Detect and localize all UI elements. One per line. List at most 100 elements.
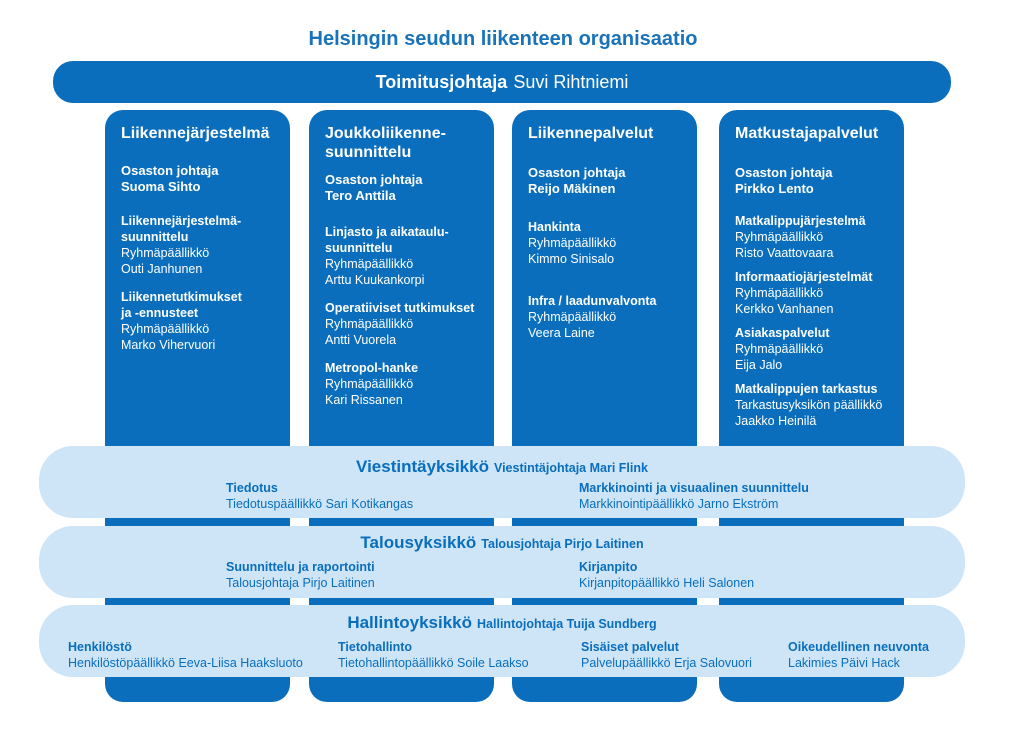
department-title: Joukkoliikenne-suunnittelu: [325, 125, 446, 161]
group-person: Marko Vihervuori: [121, 338, 216, 352]
group-name: Matkalippujärjestelmä: [735, 214, 866, 228]
department-liikennejarjestelma: Liikennejärjestelmä Osaston johtaja Suom…: [105, 110, 290, 702]
unit-name: Tietohallinto: [338, 640, 413, 654]
unit: Tietohallinto Tietohallintopäällikkö Soi…: [338, 639, 529, 671]
unit-name: Sisäiset palvelut: [581, 640, 679, 654]
band-viestintayksikko: Viestintäyksikkö Viestintäjohtaja Mari Fl…: [39, 446, 965, 518]
unit: Oikeudellinen neuvonta Lakimies Päivi Ha…: [788, 639, 929, 671]
unit-name: Markkinointi ja visuaalinen suunnittelu: [579, 481, 809, 495]
band-title: Hallintoyksikkö Hallintojohtaja Tuija Sun…: [39, 613, 965, 633]
head-role: Osaston johtaja: [735, 165, 833, 180]
group: Informaatiojärjestelmät Ryhmäpäällikkö K…: [735, 269, 892, 317]
group-role: Ryhmäpäällikkö: [121, 246, 210, 260]
group-name: Matkalippujen tarkastus: [735, 382, 878, 396]
unit-person: Lakimies Päivi Hack: [788, 656, 900, 670]
group: Infra / laadunvalvonta Ryhmäpäällikkö Ve…: [528, 293, 685, 341]
ceo-role: Toimitusjohtaja: [375, 71, 508, 92]
head-name: Reijo Mäkinen: [528, 181, 616, 196]
band-name: Talousyksikkö: [360, 533, 477, 552]
unit-person: Tietohallintopäällikkö Soile Laakso: [338, 656, 529, 670]
department-joukkoliikennesuunnittelu: Joukkoliikenne-suunnittelu Osaston johta…: [309, 110, 494, 702]
unit-name: Oikeudellinen neuvonta: [788, 640, 929, 654]
group-name: Informaatiojärjestelmät: [735, 270, 873, 284]
group: Operatiiviset tutkimukset Ryhmäpäällikkö…: [325, 300, 482, 348]
unit-person: Markkinointipäällikkö Jarno Ekström: [579, 497, 779, 511]
group-person: Risto Vaattovaara: [735, 246, 834, 260]
group: Asiakaspalvelut Ryhmäpäällikkö Eija Jalo: [735, 325, 892, 373]
unit-person: Talousjohtaja Pirjo Laitinen: [226, 576, 375, 590]
group-role: Ryhmäpäällikkö: [325, 257, 414, 271]
unit: Suunnittelu ja raportointi Talousjohtaja…: [226, 559, 375, 591]
group-name: Operatiiviset tutkimukset: [325, 301, 475, 315]
unit: Henkilöstö Henkilöstöpäällikkö Eeva-Liis…: [68, 639, 303, 671]
group-role: Ryhmäpäällikkö: [528, 236, 617, 250]
head-role: Osaston johtaja: [325, 172, 423, 187]
chart-title: Helsingin seudun liikenteen organisaatio: [308, 28, 698, 50]
group-name: Asiakaspalvelut: [735, 326, 830, 340]
group-name: Linjasto ja aikataulu-suunnittelu: [325, 225, 449, 255]
unit-name: Suunnittelu ja raportointi: [226, 560, 375, 574]
band-hallintoyksikko: Hallintoyksikkö Hallintojohtaja Tuija Sun…: [39, 605, 965, 677]
group-person: Jaakko Heinilä: [735, 414, 817, 428]
group-role: Ryhmäpäällikkö: [528, 310, 617, 324]
head-role: Osaston johtaja: [528, 165, 626, 180]
group-name: Metropol-hanke: [325, 361, 419, 375]
band-lead: Hallintojohtaja Tuija Sundberg: [477, 617, 657, 631]
band-lead: Viestintäjohtaja Mari Flink: [493, 461, 648, 475]
group-person: Veera Laine: [528, 326, 595, 340]
band-lead: Talousjohtaja Pirjo Laitinen: [481, 537, 644, 551]
head-role: Osaston johtaja: [121, 163, 219, 178]
band-title: Viestintäyksikkö Viestintäjohtaja Mari Fl…: [39, 457, 965, 477]
group-person: Antti Vuorela: [325, 333, 397, 347]
unit: Markkinointi ja visuaalinen suunnittelu …: [579, 480, 809, 512]
unit-person: Henkilöstöpäällikkö Eeva-Liisa Haaksluot…: [68, 656, 303, 670]
group-role: Ryhmäpäällikkö: [735, 286, 824, 300]
unit: Tiedotus Tiedotuspäällikkö Sari Kotikang…: [226, 480, 413, 512]
head-name: Pirkko Lento: [735, 181, 814, 196]
group-role: Ryhmäpäällikkö: [121, 322, 210, 336]
group-person: Kimmo Sinisalo: [528, 252, 615, 266]
unit-person: Palvelupäällikkö Erja Salovuori: [581, 656, 752, 670]
group-person: Kerkko Vanhanen: [735, 302, 834, 316]
group-person: Arttu Kuukankorpi: [325, 273, 425, 287]
department-title: Liikennejärjestelmä: [121, 125, 270, 142]
unit-person: Tiedotuspäällikkö Sari Kotikangas: [226, 497, 414, 511]
head-name: Suoma Sihto: [121, 179, 201, 194]
group-person: Outi Janhunen: [121, 262, 203, 276]
department-matkustajapalvelut: Matkustajapalvelut Osaston johtaja Pirkk…: [719, 110, 904, 702]
group-role: Ryhmäpäällikkö: [735, 342, 824, 356]
department-head: Osaston johtaja Pirkko Lento: [735, 165, 892, 197]
group-role: Tarkastusyksikön päällikkö: [735, 398, 883, 412]
department-head: Osaston johtaja Tero Anttila: [325, 172, 482, 204]
group: Metropol-hanke Ryhmäpäällikkö Kari Rissa…: [325, 360, 482, 408]
ceo-name: Suvi Rihtniemi: [513, 71, 629, 92]
group-name: Liikennejärjestelmä-suunnittelu: [121, 214, 242, 244]
group-person: Kari Rissanen: [325, 393, 403, 407]
group: Liikennejärjestelmä-suunnittelu Ryhmäpää…: [121, 213, 278, 277]
group: Hankinta Ryhmäpäällikkö Kimmo Sinisalo: [528, 219, 685, 267]
department-liikennepalvelut: Liikennepalvelut Osaston johtaja Reijo M…: [512, 110, 697, 702]
group: Matkalippujärjestelmä Ryhmäpäällikkö Ris…: [735, 213, 892, 261]
group-person: Eija Jalo: [735, 358, 783, 372]
department-title: Matkustajapalvelut: [735, 125, 879, 142]
department-head: Osaston johtaja Suoma Sihto: [121, 163, 278, 195]
band-name: Hallintoyksikkö: [347, 613, 473, 632]
unit-person: Kirjanpitopäällikkö Heli Salonen: [579, 576, 755, 590]
unit: Kirjanpito Kirjanpitopäällikkö Heli Salo…: [579, 559, 754, 591]
group: Matkalippujen tarkastus Tarkastusyksikön…: [735, 381, 892, 429]
department-head: Osaston johtaja Reijo Mäkinen: [528, 165, 685, 197]
group: Linjasto ja aikataulu-suunnittelu Ryhmäp…: [325, 224, 482, 288]
band-name: Viestintäyksikkö: [356, 457, 489, 476]
band-title: Talousyksikkö Talousjohtaja Pirjo Laitine…: [39, 533, 965, 553]
group-role: Ryhmäpäällikkö: [325, 377, 414, 391]
group-role: Ryhmäpäällikkö: [735, 230, 824, 244]
unit: Sisäiset palvelut Palvelupäällikkö Erja …: [581, 639, 752, 671]
unit-name: Kirjanpito: [579, 560, 638, 574]
unit-name: Tiedotus: [226, 481, 278, 495]
group-role: Ryhmäpäällikkö: [325, 317, 414, 331]
head-name: Tero Anttila: [325, 188, 396, 203]
department-title: Liikennepalvelut: [528, 125, 654, 142]
